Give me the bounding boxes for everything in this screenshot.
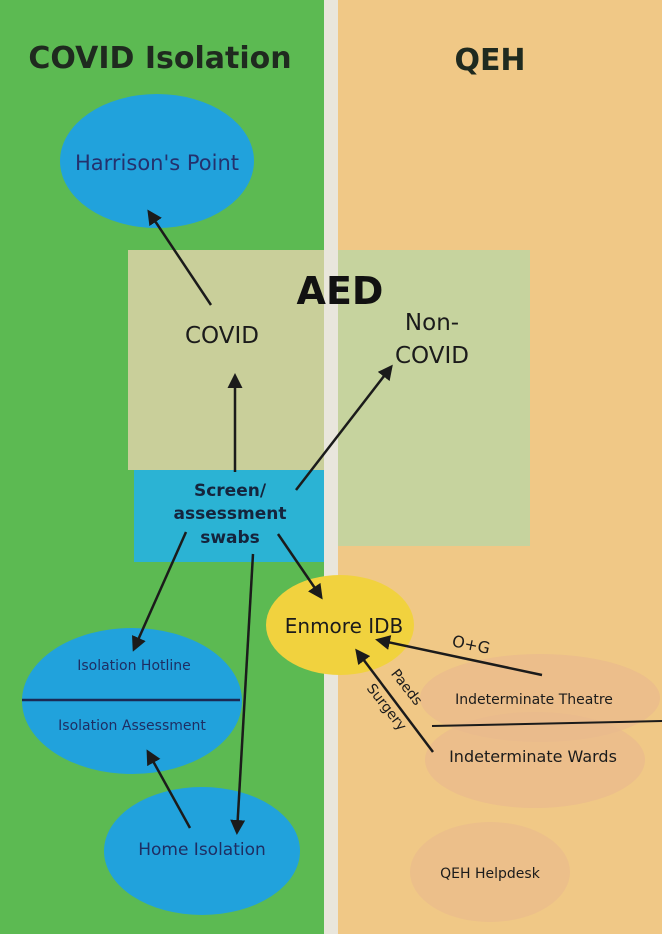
right-panel-title: QEH <box>454 43 525 78</box>
isolation-assessment-label: Isolation Assessment <box>58 718 206 734</box>
left-panel-title: COVID Isolation <box>28 41 291 76</box>
indeterminate-wards-node <box>425 712 645 808</box>
enmore-idb-label: Enmore IDB <box>285 614 404 638</box>
harrisons-point-node <box>60 94 254 228</box>
screen-label-line3: swabs <box>200 528 260 548</box>
arrow-screen-to-enmore <box>276 533 323 600</box>
enmore-idb-node <box>266 575 414 675</box>
indeterminate-theatre-label: Indeterminate Theatre <box>455 692 613 708</box>
screen-assessment-box <box>134 470 324 562</box>
arrow-covid-to-harrisons <box>147 209 213 306</box>
theatre-line <box>431 720 662 727</box>
harrisons-point-label: Harrison's Point <box>75 151 239 175</box>
screen-label-line1: Screen/ <box>194 481 267 501</box>
aed-title: AED <box>297 269 384 313</box>
arrow-theatre-to-enmore <box>375 635 543 677</box>
arrow-screen-to-home <box>230 553 255 835</box>
screen-label-line2: assessment <box>174 504 287 524</box>
home-isolation-label: Home Isolation <box>138 840 266 860</box>
arrow-home-to-assessment <box>146 749 192 829</box>
arrow-screen-to-noncovid <box>295 364 393 491</box>
home-isolation-node <box>104 787 300 915</box>
aed-region-right <box>338 250 530 546</box>
aed-region-left <box>128 250 324 470</box>
non-covid-label-line2: COVID <box>395 343 469 369</box>
covid-label: COVID <box>185 323 259 349</box>
qeh-helpdesk-label: QEH Helpdesk <box>440 866 541 882</box>
arrow-screen-to-hotline <box>132 531 188 652</box>
non-covid-label-line1: Non- <box>405 310 459 336</box>
indeterminate-wards-label: Indeterminate Wards <box>449 747 617 766</box>
arrow-wards-to-enmore <box>355 648 434 753</box>
isolation-hotline-label: Isolation Hotline <box>77 658 191 674</box>
panel-divider <box>324 0 338 934</box>
qeh-helpdesk-node <box>410 822 570 922</box>
